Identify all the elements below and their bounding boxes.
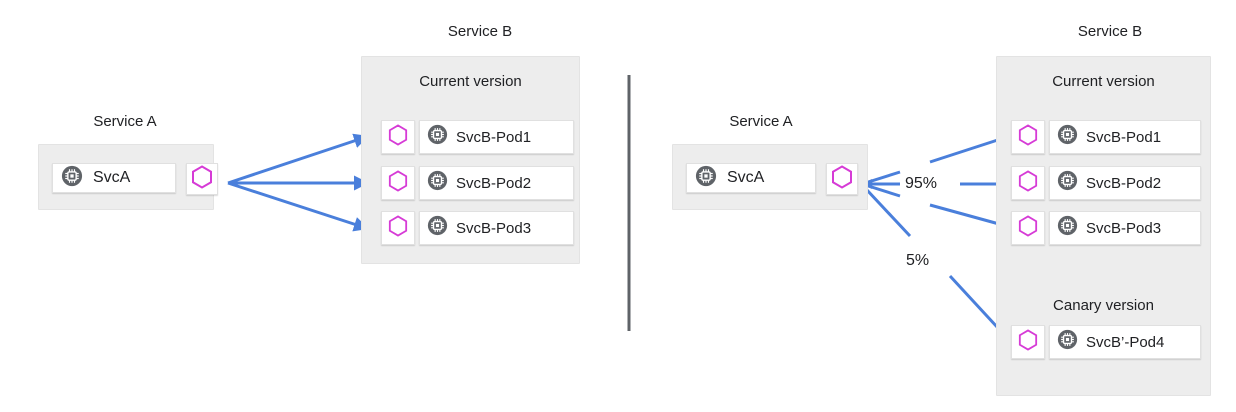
left-pod1-label: SvcB-Pod1 (456, 128, 532, 146)
hexagon-sidecar-icon (1018, 123, 1038, 151)
right-current-version-caption: Current version (1052, 73, 1155, 90)
left-pod1-card[interactable]: SvcB-Pod1 (419, 120, 574, 154)
right-pod1-card[interactable]: SvcB-Pod1 (1049, 120, 1201, 154)
left-traffic-arrows (227, 133, 369, 232)
arrow-svca-to-pod3 (227, 181, 369, 232)
right-pod-row-3[interactable]: SvcB-Pod3 (1011, 211, 1201, 245)
right-pod3-card[interactable]: SvcB-Pod3 (1049, 211, 1201, 245)
left-pod-row-1[interactable]: SvcB-Pod1 (381, 120, 574, 154)
cpu-chip-icon (1057, 170, 1078, 196)
cpu-chip-icon (61, 165, 83, 192)
left-service-b-title: Service B (447, 23, 513, 40)
right-svca-label: SvcA (727, 169, 765, 186)
hexagon-sidecar-icon (831, 164, 853, 194)
right-pod1-label: SvcB-Pod1 (1086, 128, 1162, 146)
right-svca-sidecar[interactable] (826, 163, 858, 195)
right-pod4-card[interactable]: SvcB’-Pod4 (1049, 325, 1201, 359)
left-pod3-label: SvcB-Pod3 (456, 219, 532, 237)
cpu-chip-icon (1057, 215, 1078, 241)
hexagon-sidecar-icon (388, 169, 408, 197)
right-pod2-label: SvcB-Pod2 (1086, 174, 1162, 192)
right-pod-row-4[interactable]: SvcB’-Pod4 (1011, 325, 1201, 359)
cpu-chip-icon (427, 124, 448, 150)
right-pod-row-1[interactable]: SvcB-Pod1 (1011, 120, 1201, 154)
arrow-svca-to-pod1 (227, 133, 369, 185)
right-pod4-sidecar[interactable] (1011, 325, 1045, 359)
right-pod3-label: SvcB-Pod3 (1086, 219, 1162, 237)
traffic-weight-95: 95% (905, 175, 938, 192)
left-pod-row-3[interactable]: SvcB-Pod3 (381, 211, 574, 245)
left-pod-row-2[interactable]: SvcB-Pod2 (381, 166, 574, 200)
hexagon-sidecar-icon (388, 123, 408, 151)
hexagon-sidecar-icon (388, 214, 408, 242)
hexagon-sidecar-icon (191, 164, 213, 194)
hexagon-sidecar-icon (1018, 214, 1038, 242)
right-pod2-sidecar[interactable] (1011, 166, 1045, 200)
cpu-chip-icon (427, 215, 448, 241)
right-pod3-sidecar[interactable] (1011, 211, 1045, 245)
right-pod-row-2[interactable]: SvcB-Pod2 (1011, 166, 1201, 200)
left-svca-node[interactable]: SvcA (52, 163, 176, 193)
right-pod2-card[interactable]: SvcB-Pod2 (1049, 166, 1201, 200)
left-current-version-caption: Current version (419, 73, 522, 90)
cpu-chip-icon (695, 165, 717, 192)
stub-svca-to-5pct (864, 187, 912, 238)
left-pod3-sidecar[interactable] (381, 211, 415, 245)
right-svca-node[interactable]: SvcA (686, 163, 816, 193)
left-pod2-card[interactable]: SvcB-Pod2 (419, 166, 574, 200)
left-pod2-sidecar[interactable] (381, 166, 415, 200)
right-arrows-canary-version (864, 187, 912, 238)
left-pod3-card[interactable]: SvcB-Pod3 (419, 211, 574, 245)
cpu-chip-icon (427, 170, 448, 196)
right-service-a-title: Service A (729, 113, 793, 130)
right-pod4-label: SvcB’-Pod4 (1086, 333, 1165, 351)
cpu-chip-icon (1057, 329, 1078, 355)
left-service-a-title: Service A (93, 113, 157, 130)
left-pod1-sidecar[interactable] (381, 120, 415, 154)
traffic-weight-5: 5% (906, 252, 930, 269)
cpu-chip-icon (1057, 124, 1078, 150)
left-svca-sidecar[interactable] (186, 163, 218, 195)
hexagon-sidecar-icon (1018, 169, 1038, 197)
hexagon-sidecar-icon (1018, 328, 1038, 356)
left-pod2-label: SvcB-Pod2 (456, 174, 532, 192)
left-svca-label: SvcA (93, 169, 131, 186)
right-pod1-sidecar[interactable] (1011, 120, 1045, 154)
right-canary-version-caption: Canary version (1053, 297, 1154, 314)
right-service-b-title: Service B (1077, 23, 1143, 40)
